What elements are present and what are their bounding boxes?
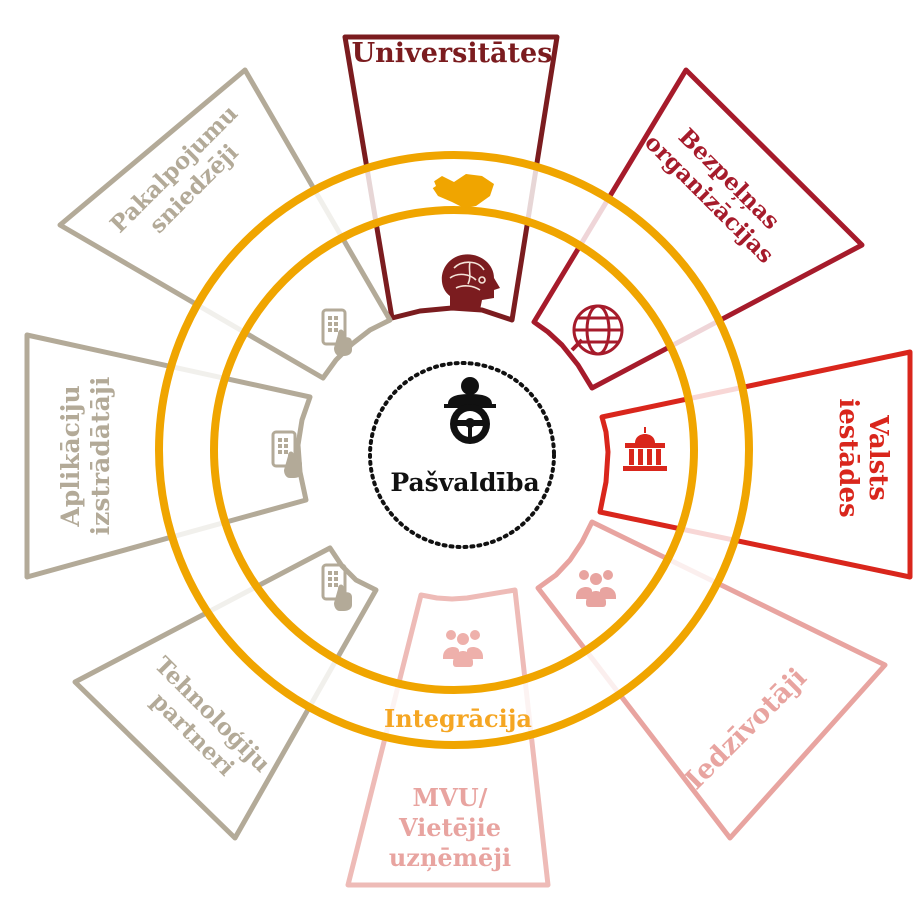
segment-label-line2: izstrādātāji (86, 377, 115, 536)
segment-residents: Iedzīvotāji (535, 519, 888, 841)
handshake-icon (426, 174, 494, 208)
segment-label-line2: Vietējie (398, 813, 501, 842)
person-steering-wheel-icon (444, 377, 496, 444)
segment-label-line3: uzņēmēji (389, 843, 511, 872)
integration-ring: Integrācija (155, 151, 753, 749)
center-hub: Pašvaldība (368, 361, 556, 549)
globe-icon (570, 304, 624, 356)
segment-label-line2: iestādes (833, 398, 863, 517)
brain-head-icon (441, 254, 500, 310)
segment-state: Valsts iestādes (597, 349, 913, 580)
center-label: Pašvaldība (390, 468, 539, 497)
segment-label-line1: Valsts (863, 414, 893, 501)
segment-label: Universitātes (352, 38, 553, 69)
government-building-icon (623, 427, 667, 471)
segment-label-line1: MVU/ (413, 783, 488, 812)
segment-label-line1: Aplikāciju (56, 385, 85, 527)
integration-label: Integrācija (384, 704, 532, 733)
